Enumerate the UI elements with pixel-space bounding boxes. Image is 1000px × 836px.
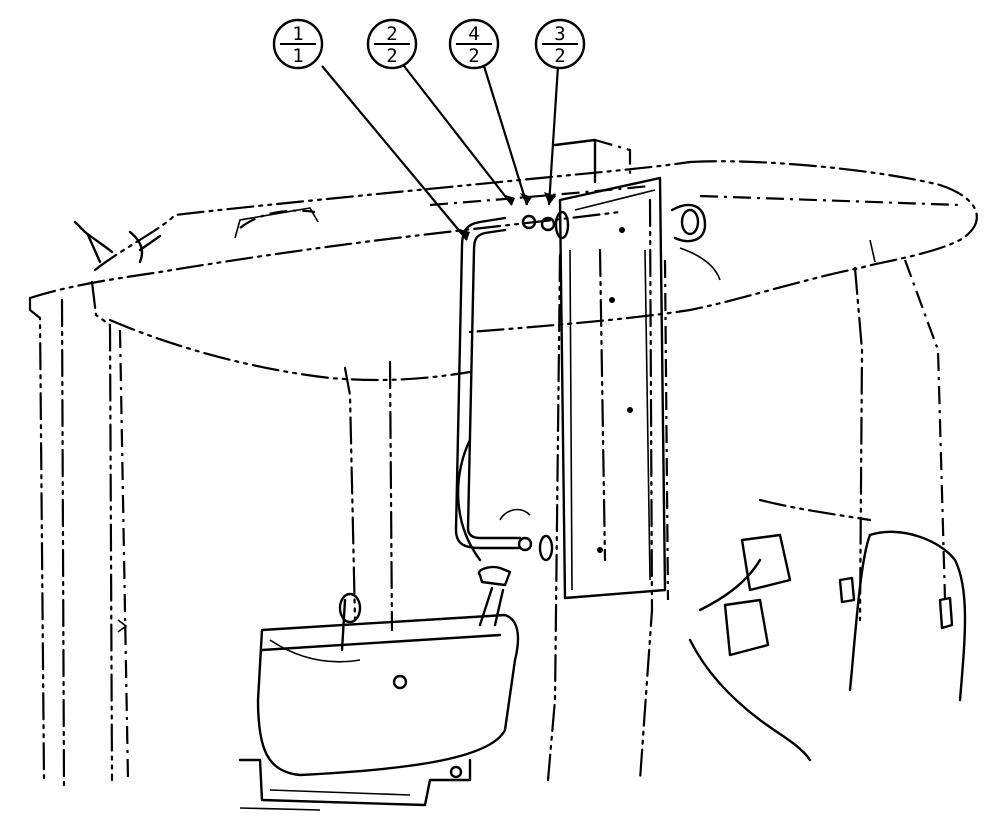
rear-post bbox=[343, 360, 394, 632]
leader-4 bbox=[547, 65, 560, 206]
overhead-guard-outline bbox=[28, 160, 978, 382]
callout-4-item: 3 bbox=[554, 23, 565, 45]
callout-2-qty: 2 bbox=[386, 45, 397, 67]
steering-console bbox=[238, 565, 520, 811]
callout-3-item: 4 bbox=[468, 23, 479, 45]
leader-2 bbox=[403, 65, 513, 206]
right-pillar bbox=[546, 198, 947, 782]
callout-1-qty: 1 bbox=[292, 45, 303, 67]
assist-handle bbox=[454, 210, 570, 562]
callout-3-qty: 2 bbox=[468, 45, 479, 67]
callout-1: 1 1 bbox=[272, 18, 324, 70]
leader-3 bbox=[482, 65, 529, 206]
callout-4-qty: 2 bbox=[554, 45, 565, 67]
top-left-lever bbox=[73, 220, 162, 264]
callout-3: 4 2 bbox=[448, 18, 500, 70]
left-pillar bbox=[28, 280, 130, 792]
callout-1-item: 1 bbox=[292, 23, 303, 45]
callout-2: 2 2 bbox=[366, 18, 418, 70]
leader-1 bbox=[321, 65, 468, 241]
callout-4: 3 2 bbox=[534, 18, 586, 70]
side-fitting bbox=[670, 203, 721, 281]
mount-bracket bbox=[553, 138, 667, 600]
leader-lines bbox=[321, 65, 560, 241]
callout-2-item: 2 bbox=[386, 23, 397, 45]
seat-back bbox=[688, 498, 967, 762]
